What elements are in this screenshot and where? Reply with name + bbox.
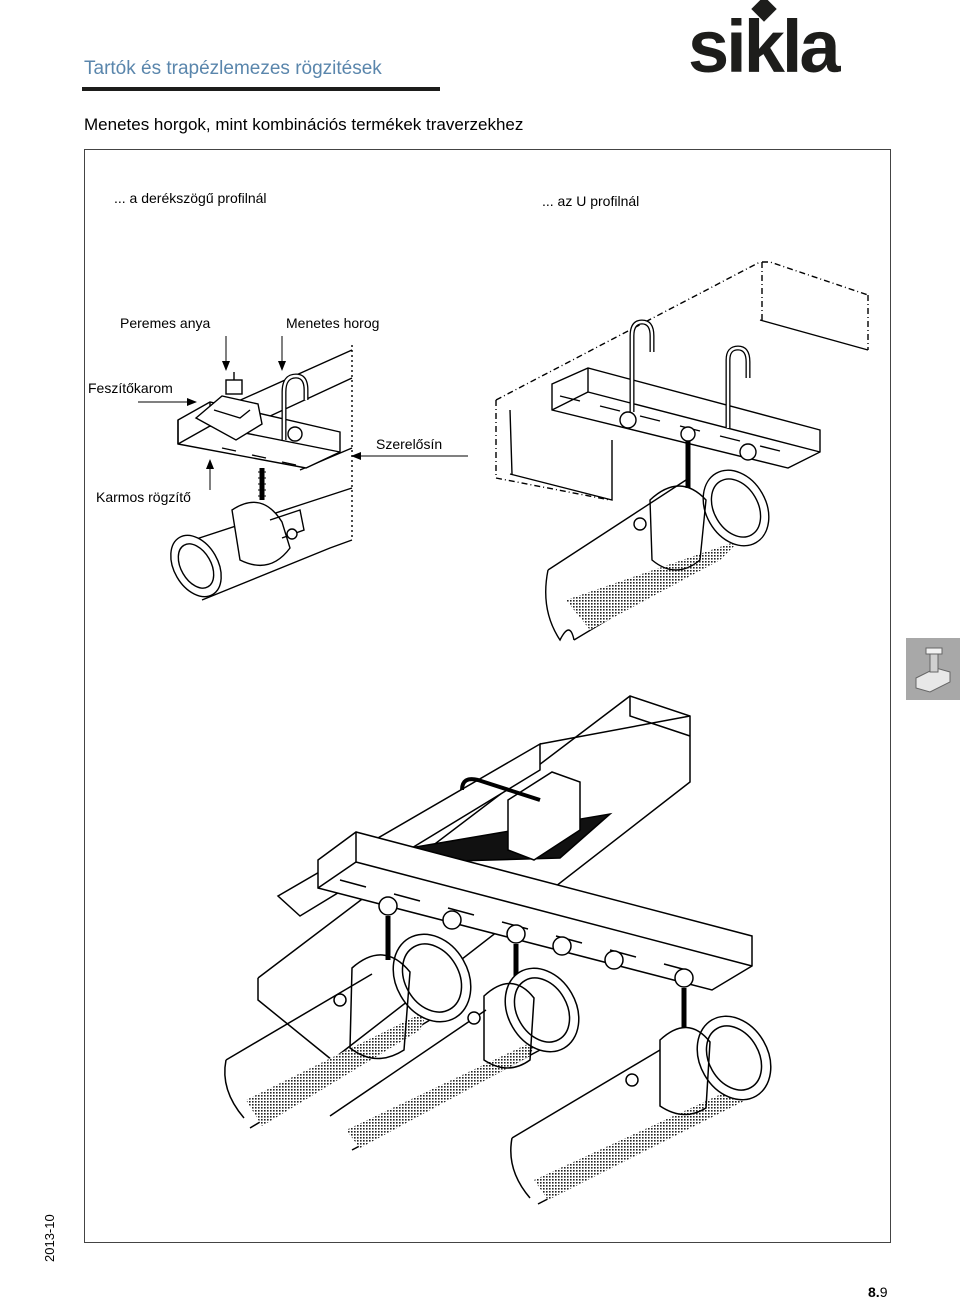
u-profile-drawing (495, 261, 869, 642)
chapter-side-tab (906, 638, 960, 700)
footer-date: 2013-10 (42, 1214, 57, 1262)
illustration-frame (84, 149, 891, 1243)
callout-peremes-anya: Peremes anya (120, 315, 211, 331)
sikla-logo: sikla (688, 0, 900, 88)
panel-label-right: ... az U profilnál (542, 193, 640, 209)
beam-clamp-icon (906, 638, 960, 700)
page-subtitle: Menetes horgok, mint kombinációs terméke… (84, 115, 524, 134)
callout-szerelosin: Szerelősín (376, 436, 443, 452)
page-index: 9 (879, 1284, 888, 1300)
page-chapter: 8. (868, 1284, 880, 1300)
page-header-title: Tartók és trapézlemezes rögzitések (84, 58, 382, 79)
large-assembly-drawing (224, 695, 772, 1205)
page-number: 8.9 (868, 1284, 887, 1300)
panel-label-left: ... a derékszögű profilnál (114, 190, 267, 206)
callout-arrows (138, 336, 468, 490)
angle-profile-drawing (170, 345, 353, 601)
callout-karmos-rogzito: Karmos rögzítő (96, 489, 191, 505)
callout-feszitokarom: Feszítőkarom (88, 380, 173, 396)
callout-menetes-horog: Menetes horog (286, 315, 380, 331)
logo-wordmark: sikla (688, 5, 841, 88)
header-rule (82, 87, 440, 91)
